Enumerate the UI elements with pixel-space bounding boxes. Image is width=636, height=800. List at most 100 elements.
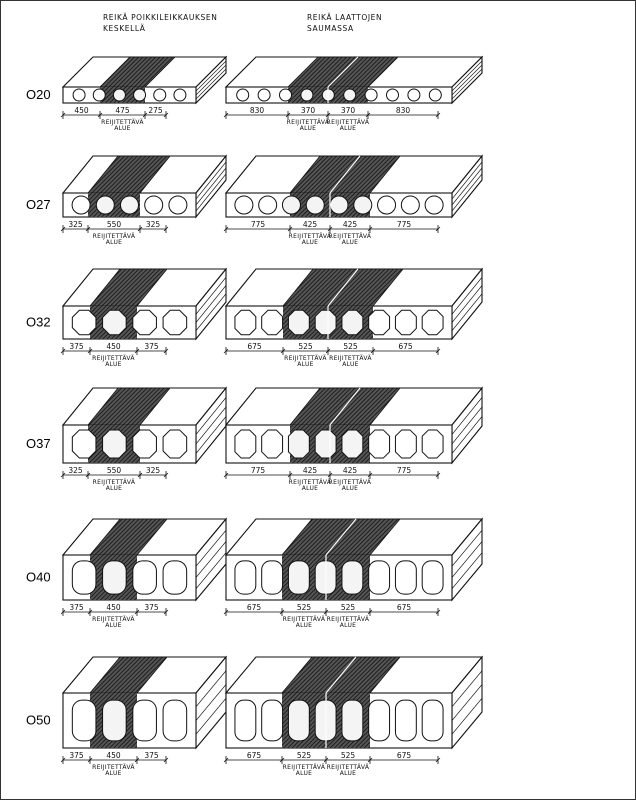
right-slab-core [287,560,310,595]
right-slab-core [261,429,284,459]
right-dim-slash [325,112,331,118]
left-slab-core [102,309,127,336]
left-dim-label: 325 [146,220,161,229]
right-slab-core [287,699,310,742]
right-dim-slash [325,348,331,354]
right-dim-label: 370 [301,106,316,115]
right-slab-core [281,195,301,215]
left-slab-core [102,699,127,742]
row-label: O27 [26,197,51,212]
left-dim-slash [60,609,66,615]
right-slab-side-groove [451,397,483,435]
left-dim-slash [163,609,169,615]
right-slab-core [234,309,257,336]
right-slab-side-groove [451,530,483,567]
left-dim-label: 450 [106,751,121,760]
left-slab-core [71,195,91,215]
left-dim-slash [60,472,66,478]
left-dim-label: 450 [106,603,121,612]
right-dim-slash [287,472,293,478]
left-slab-side-groove [195,406,227,445]
row-label: O32 [26,315,51,330]
left-dim-slash [142,112,148,118]
right-zone-label-a-line2: ALUE [297,361,314,368]
left-dim-slash [60,757,66,763]
left-dim-label: 375 [69,603,84,612]
left-slab-core [162,429,188,459]
left-dim-slash [85,472,91,478]
right-slab-side-groove [451,60,483,92]
right-slab-core [421,699,444,742]
right-dim-label: 525 [341,603,356,612]
right-dim-slash [435,472,441,478]
left-zone-label-line1: REIJITETTÄVÄ [92,355,135,362]
left-zone-label-line2: ALUE [106,239,123,246]
header-left-line2: KESKELLÄ [103,24,146,33]
right-slab-core [234,195,254,215]
right-slab-side-groove [451,406,483,445]
left-dim-label: 325 [68,220,83,229]
right-dim-slash [367,757,373,763]
left-dim-label: 450 [106,342,121,351]
right-slab-core [407,88,421,102]
right-slab-core [394,699,417,742]
left-dim-label: 325 [146,466,161,475]
left-dim-label: 550 [107,220,122,229]
left-slab-core [173,88,187,102]
right-zone-label-b-line1: REIJITETTÄVÄ [327,764,370,771]
right-slab-core [234,429,257,459]
right-dim-label: 525 [297,751,312,760]
left-dim-label: 375 [69,751,84,760]
left-slab-side-groove [195,68,227,100]
left-slab-side-groove [195,552,227,589]
right-dim-label: 370 [341,106,356,115]
left-dim-slash [85,226,91,232]
left-dim-slash [134,609,140,615]
left-dim-slash [137,226,143,232]
left-dim-slash [163,112,169,118]
right-zone-label-a-line1: REIJITETTÄVÄ [287,119,330,126]
right-zone-label-b-line1: REIJITETTÄVÄ [327,616,370,623]
left-slab-side-groove [195,161,227,200]
right-slab-side-groove [451,416,483,454]
right-slab-core [343,88,357,102]
left-zone-label-line2: ALUE [105,361,122,368]
left-slab-side-groove [195,167,227,206]
slab-joint [329,387,361,426]
right-zone-label-b-line2: ALUE [340,770,357,777]
left-dim-label: 375 [144,751,159,760]
header-right-line1: REIKÄ LAATTOJEN [307,13,382,22]
left-zone-label-line1: REIJITETTÄVÄ [101,119,144,126]
right-slab-core [400,195,420,215]
right-zone-label-b-line2: ALUE [342,361,359,368]
right-dim-label: 775 [251,220,266,229]
right-dim-label: 425 [343,220,358,229]
left-dim-slash [137,472,143,478]
right-slab-core [341,429,364,459]
left-slab-core [168,195,188,215]
right-dim-label: 525 [297,603,312,612]
right-slab-core [377,195,397,215]
row-label: O40 [26,570,51,585]
right-slab-core [421,309,444,336]
right-dim-slash [323,609,329,615]
left-zone-label-line1: REIJITETTÄVÄ [92,764,135,771]
left-dim-slash [87,757,93,763]
left-zone-label-line2: ALUE [106,485,123,492]
left-dim-slash [87,348,93,354]
right-zone-label-a-line2: ALUE [296,770,313,777]
right-zone-label-a-line1: REIJITETTÄVÄ [283,764,326,771]
left-slab-core [133,88,147,102]
left-slab-core [144,195,164,215]
left-slab-core [71,429,97,459]
left-slab-core [95,195,115,215]
right-dim-slash [223,226,229,232]
right-zone-label-b-line1: REIJITETTÄVÄ [329,233,372,240]
header-right-line2: SAUMASSA [307,24,354,33]
right-dim-slash [435,609,441,615]
right-slab-core [364,88,378,102]
right-dim-label: 775 [251,466,266,475]
slab-joint [325,656,357,694]
left-zone-label-line1: REIJITETTÄVÄ [93,233,136,240]
